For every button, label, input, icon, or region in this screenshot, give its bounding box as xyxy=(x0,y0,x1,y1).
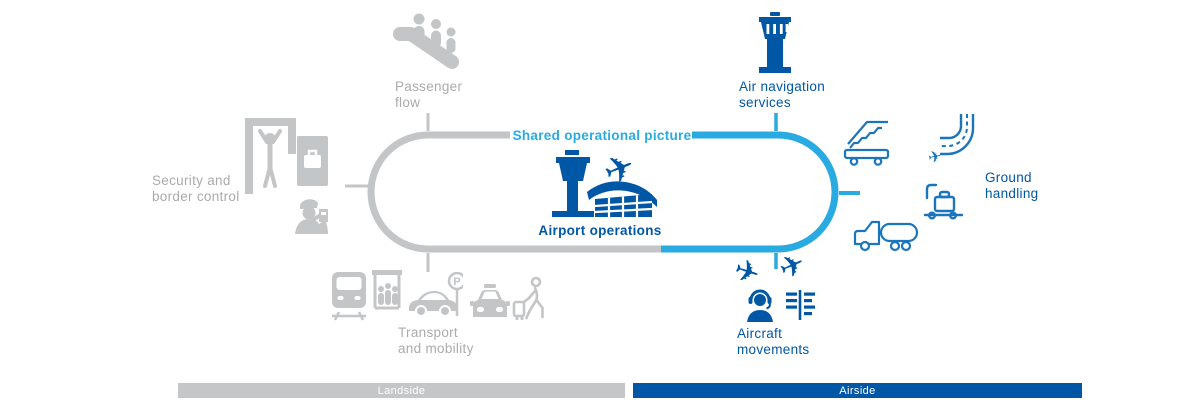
train-platform-icon xyxy=(332,270,402,321)
ground-handling-label: Ground handling xyxy=(985,170,1039,201)
security-border-control-label: Security and border control xyxy=(152,173,240,204)
airport-operations-icon: ✈ xyxy=(552,150,657,217)
loop-airside-half xyxy=(661,131,839,253)
taxiing-plane-icon: ✈ xyxy=(928,146,943,167)
air-traffic-controller xyxy=(747,289,773,322)
taxi-icon xyxy=(470,284,510,317)
airside-bar-label: Airside xyxy=(839,384,876,397)
flight-strip-board xyxy=(786,290,815,320)
landside-bar-label: Landside xyxy=(377,384,426,397)
shared-operational-picture-label: Shared operational picture xyxy=(512,128,692,143)
boarding-stairs-icon xyxy=(843,120,890,166)
car-parking-icon: P xyxy=(409,272,463,317)
passenger-flow-label: Passenger flow xyxy=(395,79,463,110)
airside-bar: Airside xyxy=(633,383,1082,398)
border-officer-icon xyxy=(295,199,328,234)
tower-antenna xyxy=(565,150,579,155)
air-navigation-services-label: Air navigation services xyxy=(739,79,825,110)
terminal-roof xyxy=(587,181,657,207)
fuel-truck-icon xyxy=(853,220,919,252)
control-tower-icon xyxy=(759,12,791,73)
scanned-person xyxy=(258,129,282,188)
tower-cab xyxy=(559,163,587,181)
taxiway-routing-icon: ✈ xyxy=(928,114,975,167)
tower-stem xyxy=(567,181,578,211)
tower-cap xyxy=(556,157,590,163)
transport-mobility-label: Transport and mobility xyxy=(398,325,474,356)
terminal-window-grid xyxy=(594,195,653,217)
scanner-gate xyxy=(245,118,296,194)
security-border-control-icon xyxy=(245,118,328,234)
escalator-passengers-icon xyxy=(393,13,459,69)
parking-letter: P xyxy=(453,276,460,288)
parking-sign xyxy=(447,272,463,291)
loop-landside-half xyxy=(367,131,661,253)
aircraft-movements-label: Aircraft movements xyxy=(737,326,810,357)
traveler-luggage-icon xyxy=(512,277,544,321)
landside-bar: Landside xyxy=(178,383,625,398)
baggage-cart-icon xyxy=(923,183,964,220)
airport-operations-label: Airport operations xyxy=(538,223,662,238)
baggage-xray-icon xyxy=(297,136,328,186)
tower-base xyxy=(552,211,594,217)
controller-flight-list-icon xyxy=(747,289,815,322)
